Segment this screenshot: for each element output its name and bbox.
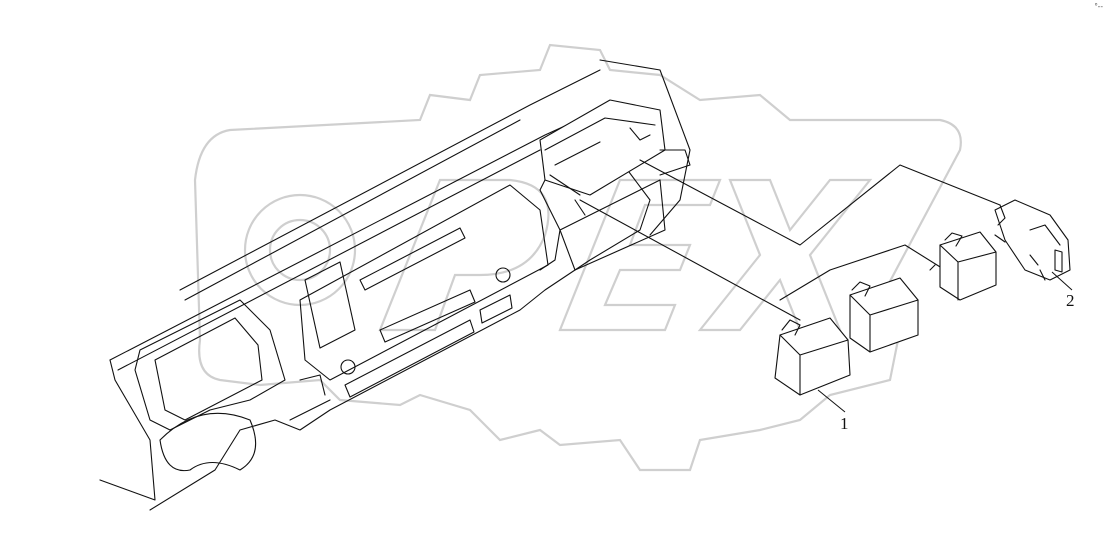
bracket-detail xyxy=(994,204,1063,281)
callout-part-2: 2 xyxy=(1066,291,1075,310)
radio-slot-2 xyxy=(344,319,475,398)
harness-mid xyxy=(779,244,946,301)
cluster-hood xyxy=(134,299,286,431)
panel-body-outline xyxy=(99,139,651,511)
panel-top-edge-3 xyxy=(179,69,601,291)
panel-top-edge-4 xyxy=(184,119,521,301)
panel-top-edge-2 xyxy=(117,149,541,371)
control-knob-right xyxy=(495,267,511,283)
control-unit-detail xyxy=(544,117,691,216)
watermark-logo xyxy=(193,43,962,472)
leader-line-1 xyxy=(817,389,846,413)
center-panel-window xyxy=(304,261,356,349)
leader-line-2 xyxy=(1051,271,1073,291)
watermark-p-letter xyxy=(378,178,550,332)
control-unit xyxy=(539,99,691,216)
panel-top-edge xyxy=(109,109,601,361)
relay-front xyxy=(774,317,851,396)
harness-upper xyxy=(639,159,1001,246)
corner-mark: °-- xyxy=(1094,2,1103,11)
callout-part-1: 1 xyxy=(840,414,849,433)
radio-slot-1 xyxy=(379,289,476,343)
instrument-panel xyxy=(99,59,691,511)
center-vent-slot xyxy=(359,227,466,291)
cluster-window xyxy=(154,317,263,421)
relay-middle xyxy=(849,277,919,353)
relay-bracket xyxy=(994,199,1071,281)
bracket-body xyxy=(994,199,1071,281)
control-knob-left xyxy=(340,359,356,375)
lower-trim xyxy=(289,374,331,421)
watermark-o-inner xyxy=(268,218,332,282)
watermark-x-letter xyxy=(697,178,873,332)
watermark-e-letter xyxy=(558,178,722,332)
glovebox xyxy=(559,179,666,271)
relay-group xyxy=(774,231,997,396)
center-stack xyxy=(299,184,549,381)
steering-column-cut xyxy=(159,412,257,472)
harness-to-relay-1 xyxy=(579,199,801,321)
side-pillar xyxy=(599,59,691,236)
right-vent-slot xyxy=(479,294,513,324)
watermark-gear-outline xyxy=(193,43,962,472)
wiring-harness xyxy=(579,159,1001,321)
relay-back xyxy=(929,231,997,301)
watermark-o-letter xyxy=(243,193,357,307)
